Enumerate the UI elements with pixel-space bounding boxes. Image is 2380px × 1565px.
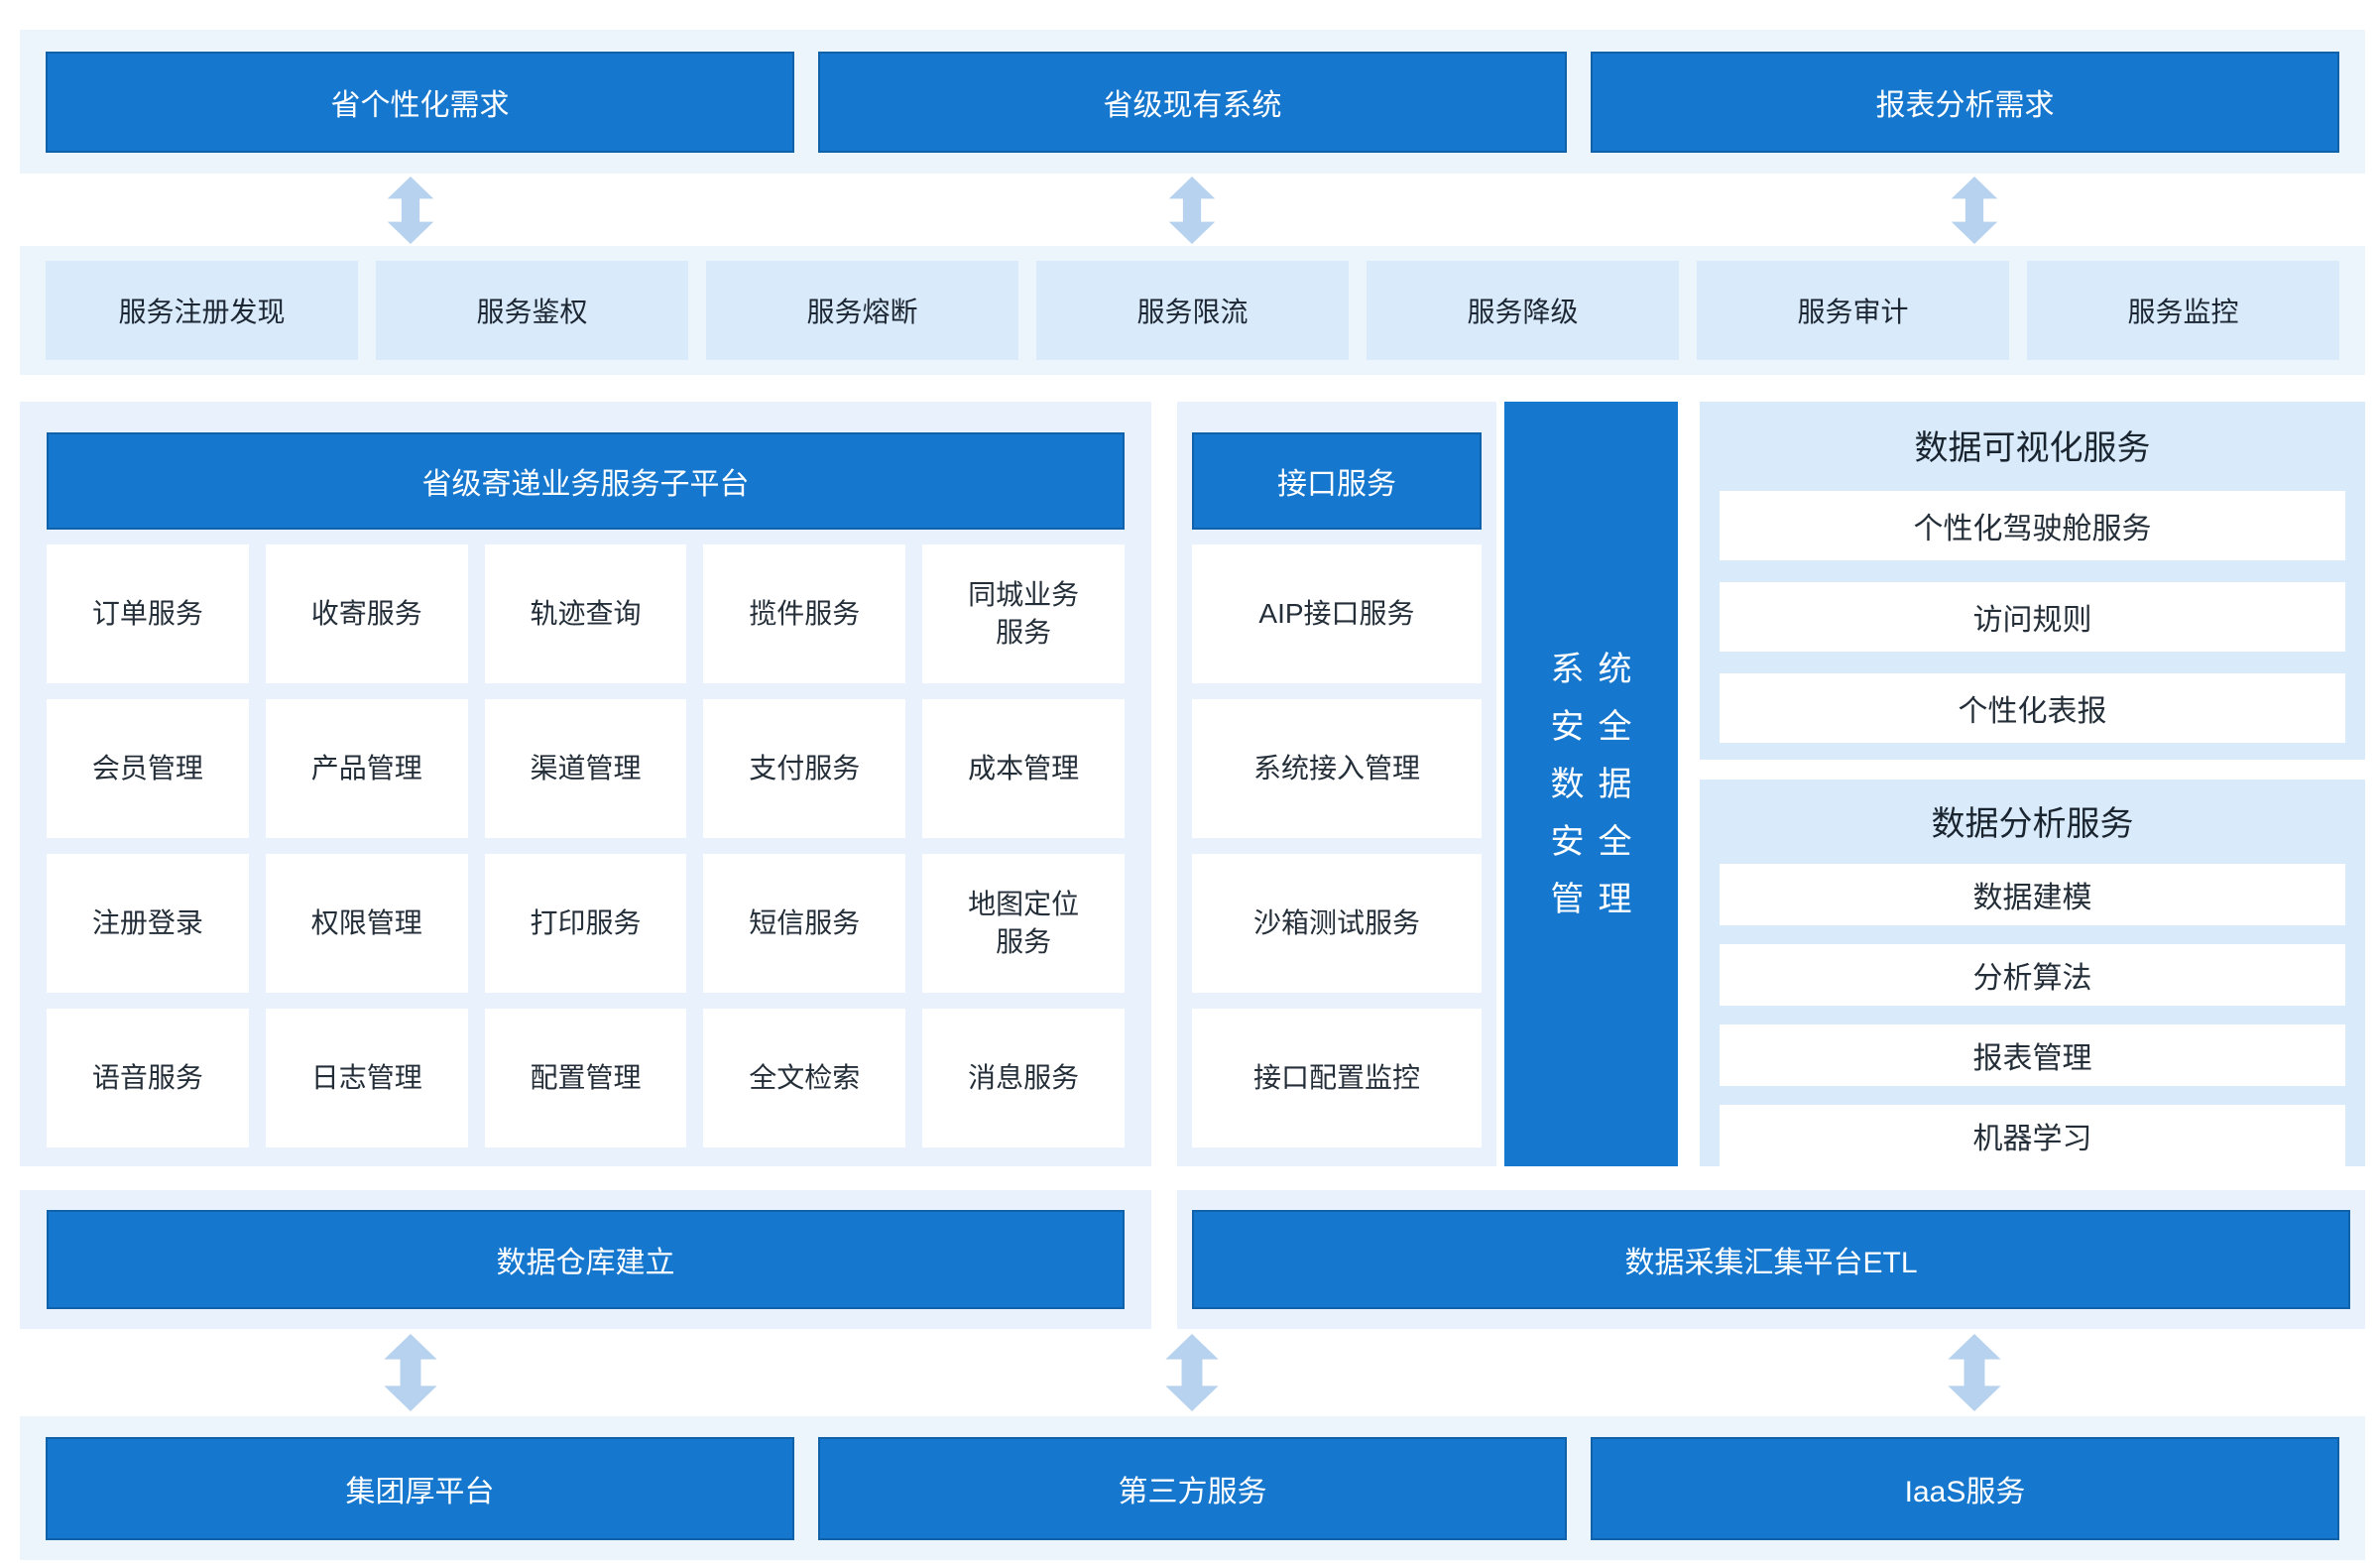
service-cell: 全文检索 bbox=[703, 1009, 906, 1147]
gateway-service-cell: 服务审计 bbox=[1697, 261, 2009, 360]
requirement-box: 报表分析需求 bbox=[1591, 51, 2339, 153]
service-cell: 收寄服务 bbox=[265, 544, 468, 683]
analysis-panel-title: 数据分析服务 bbox=[1931, 804, 2134, 843]
security-bar-line: 管理 bbox=[1550, 880, 1646, 918]
service-cell: 消息服务 bbox=[922, 1009, 1125, 1147]
interface-service-list: AIP接口服务系统接入管理沙箱测试服务接口配置监控 bbox=[1192, 544, 1482, 1147]
security-bar-line: 数据 bbox=[1550, 765, 1646, 803]
service-cell: 轨迹查询 bbox=[484, 544, 687, 683]
interface-cell: 沙箱测试服务 bbox=[1192, 854, 1482, 993]
data-analysis-panel: 数据分析服务 数据建模分析算法报表管理机器学习 bbox=[1700, 780, 2365, 1166]
data-visualization-panel: 数据可视化服务 个性化驾驶舱服务访问规则个性化表报 bbox=[1700, 402, 2365, 760]
gateway-service-cell: 服务监控 bbox=[2027, 261, 2339, 360]
double-arrow-icon bbox=[1165, 1334, 1220, 1411]
analysis-cell: 数据建模 bbox=[1720, 864, 2345, 925]
gateway-service-cell: 服务降级 bbox=[1367, 261, 1679, 360]
warehouse-panel: 数据仓库建立 bbox=[20, 1190, 1151, 1329]
delivery-service-grid: 订单服务收寄服务轨迹查询揽件服务同城业务服务会员管理产品管理渠道管理支付服务成本… bbox=[47, 544, 1125, 1147]
gateway-service-cell: 服务限流 bbox=[1036, 261, 1349, 360]
service-cell: 渠道管理 bbox=[484, 699, 687, 838]
gateway-service-cell: 服务注册发现 bbox=[46, 261, 358, 360]
requirement-box: 省个性化需求 bbox=[46, 51, 794, 153]
double-arrow-icon bbox=[384, 1334, 437, 1411]
service-cell: 支付服务 bbox=[703, 699, 906, 838]
service-cell: 同城业务服务 bbox=[922, 544, 1125, 683]
visualization-cell: 个性化驾驶舱服务 bbox=[1720, 491, 2345, 560]
visualization-rows: 个性化驾驶舱服务访问规则个性化表报 bbox=[1720, 491, 2345, 743]
warehouse-bar: 数据仓库建立 bbox=[47, 1210, 1125, 1309]
double-arrow-icon bbox=[387, 176, 434, 244]
security-bar-line: 系统 bbox=[1550, 650, 1646, 688]
gateway-service-cell: 服务鉴权 bbox=[376, 261, 688, 360]
gateway-service-cell: 服务熔断 bbox=[706, 261, 1018, 360]
service-cell: 成本管理 bbox=[922, 699, 1125, 838]
visualization-panel-title: 数据可视化服务 bbox=[1914, 428, 2151, 467]
service-cell: 产品管理 bbox=[265, 699, 468, 838]
requirement-box: 省级现有系统 bbox=[818, 51, 1567, 153]
flow-arrows-top bbox=[20, 174, 2365, 246]
security-bar-line: 安全 bbox=[1550, 822, 1646, 861]
service-cell: 打印服务 bbox=[484, 854, 687, 993]
data-layer-row: 数据仓库建立 数据采集汇集平台ETL bbox=[20, 1190, 2365, 1329]
infrastructure-box: IaaS服务 bbox=[1591, 1436, 2339, 1540]
service-cell: 日志管理 bbox=[265, 1009, 468, 1147]
delivery-panel-header: 省级寄递业务服务子平台 bbox=[47, 432, 1125, 530]
service-cell: 短信服务 bbox=[703, 854, 906, 993]
etl-bar: 数据采集汇集平台ETL bbox=[1192, 1210, 2350, 1309]
double-arrow-icon bbox=[1948, 1334, 2001, 1411]
infrastructure-box: 第三方服务 bbox=[818, 1436, 1567, 1540]
visualization-cell: 访问规则 bbox=[1720, 582, 2345, 652]
security-management-bar: 系统安全数据安全管理 bbox=[1504, 402, 1678, 1166]
interface-cell: 系统接入管理 bbox=[1192, 699, 1482, 838]
delivery-service-panel: 省级寄递业务服务子平台 订单服务收寄服务轨迹查询揽件服务同城业务服务会员管理产品… bbox=[20, 402, 1151, 1166]
interface-service-panel: 接口服务 AIP接口服务系统接入管理沙箱测试服务接口配置监控 bbox=[1177, 402, 1496, 1166]
main-section: 省级寄递业务服务子平台 订单服务收寄服务轨迹查询揽件服务同城业务服务会员管理产品… bbox=[20, 402, 2365, 1166]
flow-arrows-bottom bbox=[20, 1329, 2365, 1416]
interface-panel-header: 接口服务 bbox=[1192, 432, 1482, 530]
service-cell: 权限管理 bbox=[265, 854, 468, 993]
service-cell: 揽件服务 bbox=[703, 544, 906, 683]
analysis-rows: 数据建模分析算法报表管理机器学习 bbox=[1720, 864, 2345, 1166]
service-gateway-band: 服务注册发现服务鉴权服务熔断服务限流服务降级服务审计服务监控 bbox=[20, 246, 2365, 375]
analysis-cell: 机器学习 bbox=[1720, 1105, 2345, 1166]
service-cell: 注册登录 bbox=[47, 854, 249, 993]
double-arrow-icon bbox=[1951, 176, 1998, 244]
security-bar-line: 安全 bbox=[1550, 707, 1646, 746]
interface-cell: 接口配置监控 bbox=[1192, 1009, 1482, 1147]
analysis-cell: 报表管理 bbox=[1720, 1024, 2345, 1086]
service-cell: 订单服务 bbox=[47, 544, 249, 683]
double-arrow-icon bbox=[1169, 176, 1216, 244]
service-cell: 地图定位服务 bbox=[922, 854, 1125, 993]
service-cell: 会员管理 bbox=[47, 699, 249, 838]
analysis-cell: 分析算法 bbox=[1720, 944, 2345, 1006]
interface-cell: AIP接口服务 bbox=[1192, 544, 1482, 683]
service-cell: 配置管理 bbox=[484, 1009, 687, 1147]
top-requirements-band: 省个性化需求省级现有系统报表分析需求 bbox=[20, 30, 2365, 174]
data-service-stack: 数据可视化服务 个性化驾驶舱服务访问规则个性化表报 数据分析服务 数据建模分析算… bbox=[1700, 402, 2365, 1166]
visualization-cell: 个性化表报 bbox=[1720, 673, 2345, 743]
etl-panel: 数据采集汇集平台ETL bbox=[1177, 1190, 2365, 1329]
infrastructure-box: 集团厚平台 bbox=[46, 1436, 794, 1540]
service-cell: 语音服务 bbox=[47, 1009, 249, 1147]
